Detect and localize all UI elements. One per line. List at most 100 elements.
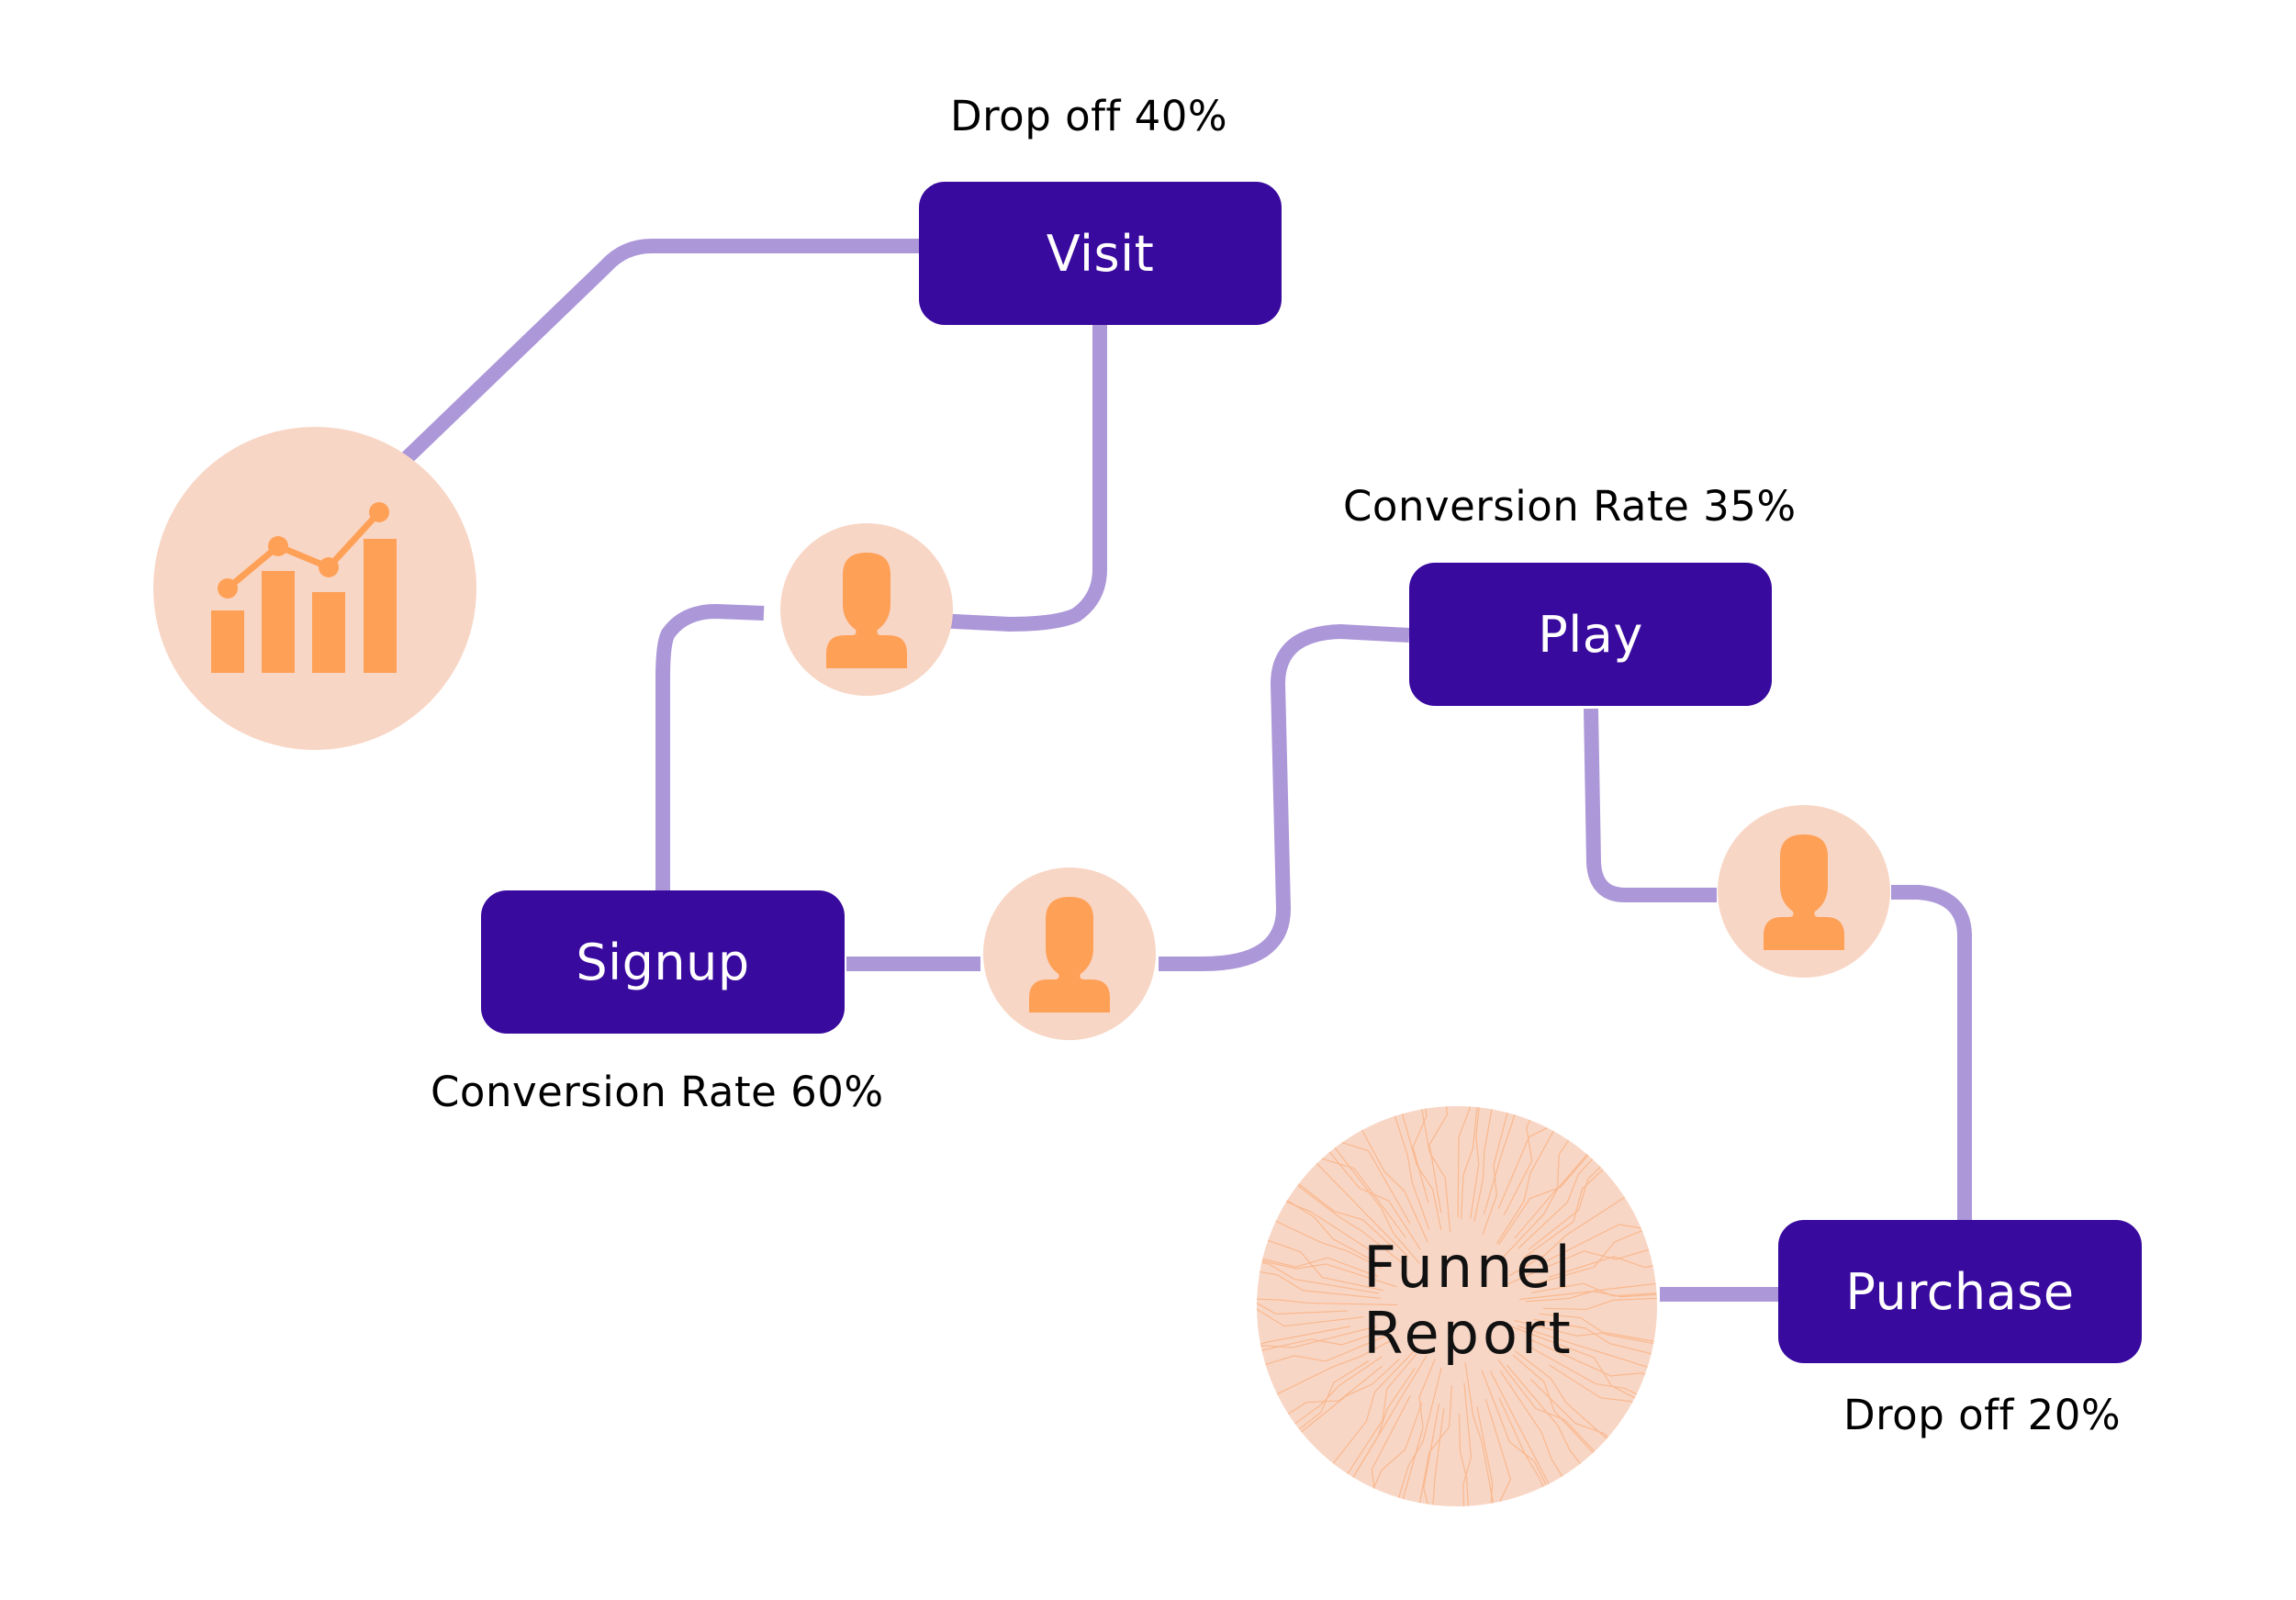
circuit-trace (1506, 1247, 1657, 1285)
circuit-trace (1257, 1259, 1397, 1288)
circuit-trace (1292, 1359, 1400, 1440)
signup-metric-label: Conversion Rate 60% (431, 1068, 884, 1116)
circuit-trace (1470, 1106, 1481, 1219)
circuit-trace (1368, 1403, 1423, 1499)
circuit-trace (1497, 1359, 1603, 1460)
circuit-trace (1526, 1225, 1653, 1287)
circuit-trace (1257, 1335, 1388, 1368)
circuit-trace (1288, 1178, 1406, 1267)
circuit-trace (1499, 1371, 1569, 1486)
circuit-trace (1506, 1364, 1588, 1473)
circuit-trace (1391, 1106, 1430, 1230)
connector-user1-to-signup (655, 604, 765, 892)
circuit-trace (1484, 1399, 1512, 1506)
circuit-trace (1356, 1120, 1428, 1243)
circuit-trace (1483, 1106, 1518, 1214)
stage-play-label: Play (1538, 605, 1643, 664)
analytics-chart-node (153, 427, 476, 750)
circuit-trace (1278, 1365, 1383, 1421)
user-icon (1764, 834, 1844, 950)
circuit-trace (1257, 1326, 1351, 1347)
circuit-trace (1498, 1146, 1596, 1246)
circuit-trace (1518, 1150, 1601, 1249)
circuit-trace (1512, 1354, 1601, 1461)
circuit-trace (1514, 1350, 1616, 1447)
circuit-trace (1549, 1364, 1643, 1408)
stage-play[interactable]: Play (1409, 563, 1772, 706)
connector-user3-to-purchase (1891, 885, 1972, 1224)
circuit-trace (1458, 1414, 1469, 1506)
user-node-1 (780, 523, 953, 696)
circuit-trace (1482, 1106, 1510, 1236)
circuit-trace (1462, 1382, 1473, 1506)
purchase-metric-label: Drop off 20% (1843, 1391, 2122, 1439)
circuit-trace (1340, 1353, 1417, 1483)
circuit-trace (1412, 1106, 1429, 1203)
circuit-trace (1528, 1158, 1609, 1250)
circuit-trace (1257, 1257, 1379, 1278)
circuit-trace (1267, 1338, 1394, 1400)
circuit-trace (1525, 1282, 1657, 1303)
visit-metric-label: Drop off 40% (950, 92, 1228, 140)
circuit-trace (1519, 1291, 1657, 1301)
circuit-trace (1371, 1395, 1411, 1505)
connector-visit-to-user1 (935, 323, 1107, 632)
circuit-trace (1314, 1149, 1406, 1238)
circuit-trace (1290, 1359, 1370, 1437)
circuit-trace (1461, 1106, 1478, 1220)
stage-signup[interactable]: Signup (481, 890, 845, 1034)
circuit-trace (1495, 1121, 1560, 1245)
circuit-trace (1530, 1347, 1647, 1400)
circuit-trace (1539, 1313, 1657, 1345)
circuit-trace (1257, 1270, 1382, 1300)
circuit-trace (1533, 1318, 1657, 1356)
circuit-trace (1289, 1176, 1394, 1248)
connector-chart-to-visit (400, 239, 923, 464)
user-node-3 (1718, 805, 1890, 978)
circuit-trace (1514, 1130, 1575, 1239)
circuit-trace (1498, 1397, 1549, 1497)
connector-play-to-user3 (1584, 708, 1717, 902)
circuit-trace (1400, 1359, 1436, 1506)
circuit-trace (1514, 1319, 1657, 1343)
circuit-trace (1489, 1371, 1555, 1494)
user-icon (1029, 897, 1110, 1013)
funnel-report-line1: Funnel (1363, 1234, 1574, 1301)
circuit-trace (1432, 1408, 1445, 1506)
stage-purchase-label: Purchase (1845, 1262, 2075, 1321)
connector-user2-to-play (1159, 624, 1410, 971)
circuit-trace (1347, 1367, 1416, 1487)
circuit-trace (1420, 1106, 1451, 1233)
circuit-trace (1327, 1138, 1420, 1264)
circuit-trace (1257, 1302, 1348, 1315)
stage-signup-label: Signup (576, 933, 750, 991)
circuit-trace (1423, 1403, 1440, 1506)
circuit-trace (1285, 1356, 1383, 1431)
circuit-trace (1331, 1136, 1411, 1225)
funnel-report-title: Funnel Report (1267, 1235, 1671, 1367)
user-node-2 (983, 867, 1156, 1040)
circuit-trace (1428, 1106, 1448, 1214)
circuit-trace (1399, 1106, 1442, 1231)
stage-visit[interactable]: Visit (919, 182, 1282, 325)
funnel-report-line2: Report (1363, 1300, 1574, 1367)
circuit-trace (1522, 1161, 1612, 1259)
circuit-trace (1257, 1298, 1398, 1306)
play-metric-label: Conversion Rate 35% (1343, 482, 1797, 531)
circuit-trace (1508, 1191, 1635, 1277)
stage-purchase[interactable]: Purchase (1778, 1220, 2142, 1363)
circuit-trace (1257, 1308, 1364, 1327)
circuit-trace (1418, 1385, 1453, 1506)
circuit-trace (1326, 1348, 1417, 1473)
circuit-trace (1257, 1236, 1383, 1292)
circuit-trace (1481, 1369, 1552, 1496)
circuit-trace (1322, 1143, 1421, 1250)
circuit-trace (1517, 1325, 1657, 1371)
stage-visit-label: Visit (1046, 224, 1155, 283)
circuit-trace (1257, 1330, 1383, 1353)
circuit-trace (1476, 1406, 1494, 1506)
circuit-trace (1500, 1145, 1596, 1260)
circuit-trace (1542, 1297, 1657, 1311)
circuit-trace (1308, 1155, 1409, 1259)
